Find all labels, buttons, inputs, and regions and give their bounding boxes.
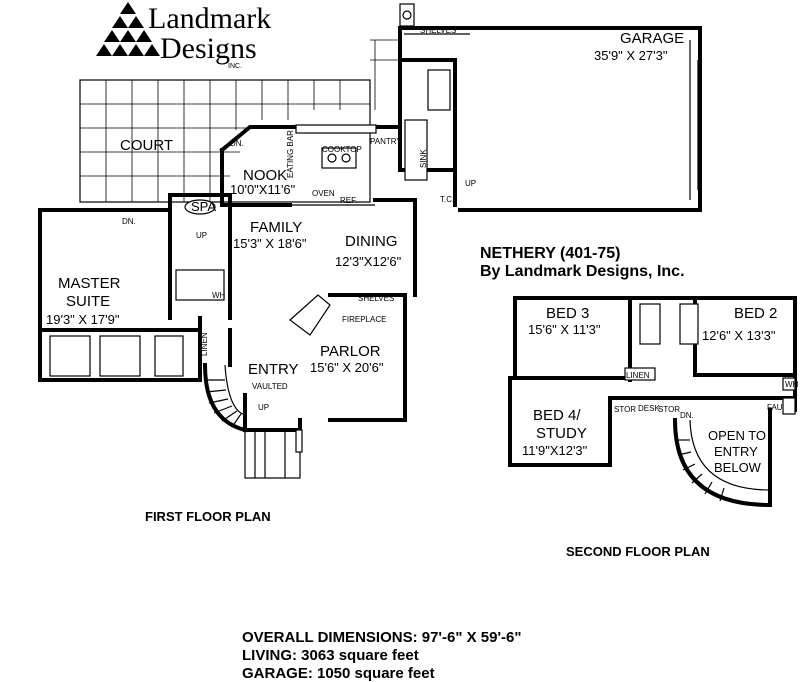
stor2-label: STOR (658, 405, 680, 414)
first-linen-label: LINEN (200, 332, 209, 356)
dining-name: DINING (345, 233, 398, 250)
pantry-label: PANTRY (370, 137, 402, 146)
bed2-name: BED 2 (734, 305, 777, 322)
oven-label: OVEN (312, 189, 335, 198)
stor1-label: STOR (614, 405, 636, 414)
garage-up-label: UP (465, 179, 476, 188)
garage-shelves-label: SHELVES (420, 26, 456, 35)
logo-triangle-icon (96, 2, 160, 56)
entry-note: VAULTED (252, 382, 288, 391)
garage-size: 35'9" X 27'3" (594, 48, 668, 63)
spa-up-label: UP (196, 231, 207, 240)
cooktop-label: COOKTOP (322, 145, 362, 154)
open-line1: OPEN TO (708, 428, 766, 443)
fau-label: FAU (767, 403, 783, 412)
cooktop (321, 147, 357, 169)
master-name-1: MASTER (58, 275, 121, 292)
garage-name: GARAGE (620, 30, 684, 47)
spa-label: SPA (191, 199, 216, 214)
second-floor-title: SECOND FLOOR PLAN (566, 544, 710, 559)
master-wh-label: WH (212, 291, 226, 300)
bed3-size: 15'6" X 11'3" (528, 322, 601, 337)
plan-designer: By Landmark Designs, Inc. (480, 263, 685, 280)
tc-label: T.C. (440, 195, 454, 204)
garage (398, 26, 702, 212)
master-dn-label: DN. (122, 217, 136, 226)
nook-dn-label: DN. (230, 139, 244, 148)
open-line3: BELOW (714, 460, 762, 475)
bed4-size: 11'9"X12'3" (522, 443, 588, 458)
entry-up-label: UP (258, 403, 269, 412)
first-floor-walls (38, 58, 457, 432)
plan-name: NETHERY (401-75) (480, 245, 621, 262)
nook-name: NOOK (243, 167, 287, 184)
second-floor-walls (508, 296, 797, 508)
desk-label: DESK (638, 404, 660, 413)
entry-stair (202, 362, 248, 433)
fireplace-label: FIREPLACE (342, 315, 386, 324)
first-floor-title: FIRST FLOOR PLAN (145, 509, 271, 524)
court-label: COURT (120, 137, 173, 154)
parlor-name: PARLOR (320, 343, 381, 360)
nook-size: 10'0"X11'6" (230, 182, 296, 197)
bed4-name-2: STUDY (536, 425, 587, 442)
logo-line1: Landmark (148, 2, 271, 35)
second-floor-fixtures (624, 303, 796, 502)
sink-label: SINK (419, 149, 428, 168)
bed3-name: BED 3 (546, 305, 589, 322)
entry-porch (244, 429, 303, 479)
court-patio (79, 3, 415, 203)
second-linen-label: LINEN (626, 371, 650, 380)
second-wh-label: WH (785, 380, 799, 389)
family-size: 15'3" X 18'6" (233, 236, 307, 251)
bed4-name-1: BED 4/ (533, 407, 581, 424)
garage-post (399, 3, 415, 27)
eating-bar-label: EATING BAR (286, 130, 295, 178)
bed2-size: 12'6" X 13'3" (702, 328, 776, 343)
first-floor-fixtures (49, 60, 699, 377)
ref-label: REF. (340, 196, 357, 205)
landmark-logo: Landmark Designs INC. (96, 2, 271, 70)
overall-dimensions: OVERALL DIMENSIONS: 97'-6" X 59'-6" (242, 629, 521, 646)
logo-line2: Designs (160, 32, 257, 65)
master-size: 19'3" X 17'9" (46, 312, 120, 327)
master-name-2: SUITE (66, 293, 110, 310)
family-name: FAMILY (250, 219, 302, 236)
second-dn-label: DN. (680, 411, 694, 420)
parlor-shelves-label: SHELVES (358, 294, 394, 303)
open-line2: ENTRY (714, 444, 758, 459)
parlor-size: 15'6" X 20'6" (310, 360, 384, 375)
garage-area: GARAGE: 1050 square feet (242, 665, 435, 682)
logo-inc: INC. (228, 63, 242, 70)
living-area: LIVING: 3063 square feet (242, 647, 419, 664)
dining-size: 12'3"X12'6" (335, 254, 402, 269)
entry-name: ENTRY (248, 361, 299, 378)
